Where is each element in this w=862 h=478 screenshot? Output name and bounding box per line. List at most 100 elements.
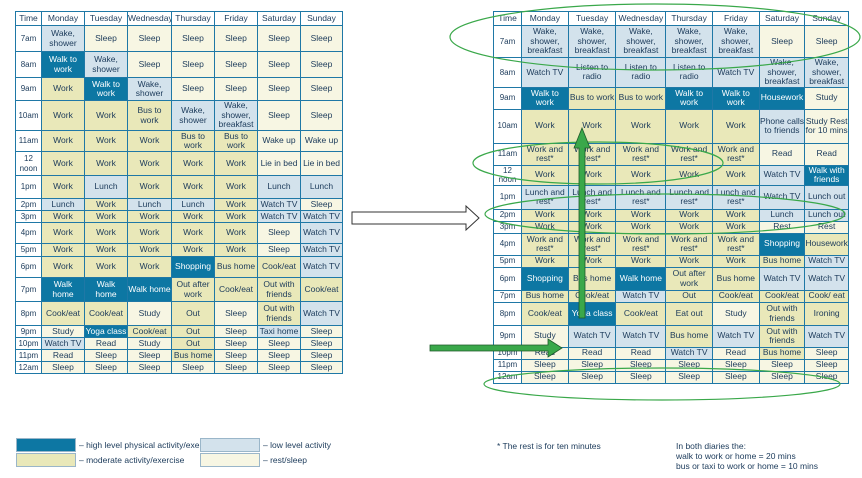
time-cell: 9am — [492, 86, 523, 110]
activity-cell: Cook/eat — [615, 301, 667, 326]
activity-cell: Bus to work — [615, 86, 667, 110]
activity-cell: Work — [711, 220, 760, 234]
activity-cell: Lie in bed — [257, 151, 301, 176]
activity-cell: Sleep — [84, 25, 128, 52]
activity-cell: Sleep — [615, 370, 667, 384]
activity-cell: Lunch — [300, 175, 343, 199]
activity-cell: Sleep — [214, 301, 258, 326]
activity-cell: Work — [567, 108, 617, 144]
activity-cell: Read — [84, 337, 128, 350]
activity-cell: Lunch out — [804, 208, 849, 222]
activity-cell: Out with friends — [758, 301, 806, 326]
activity-cell: Wake, shower, breakfast — [711, 25, 760, 58]
activity-cell: Lunch and rest* — [615, 184, 667, 210]
activity-cell: Sleep — [300, 77, 343, 101]
activity-cell: Sleep — [257, 222, 301, 244]
activity-cell: Wake, shower — [171, 100, 215, 131]
activity-cell: Watch TV — [521, 57, 569, 88]
legend-label-high: – high level physical activity/exercise — [79, 440, 218, 450]
activity-cell: Sleep — [300, 100, 343, 131]
activity-cell: Cook/eat — [127, 325, 172, 338]
green-vertical-arrow-icon — [573, 126, 591, 319]
duration-note: In both diaries the: walk to work or hom… — [676, 441, 818, 471]
activity-cell: Read — [711, 346, 760, 360]
activity-cell: Out — [171, 325, 215, 338]
activity-cell: Sleep — [567, 370, 617, 384]
column-header: Thursday — [171, 11, 215, 26]
green-horizontal-arrow-icon — [429, 338, 563, 358]
legend-swatch-moderate — [16, 453, 76, 467]
activity-cell: Lie in bed — [300, 151, 343, 176]
activity-cell: Sleep — [711, 358, 760, 372]
activity-cell: Watch TV — [257, 198, 301, 211]
activity-cell: Study — [41, 325, 85, 338]
activity-cell: Shopping — [521, 266, 569, 291]
activity-cell: Watch TV — [758, 184, 806, 210]
activity-cell: Out after work — [665, 266, 713, 291]
activity-cell: Sleep — [300, 25, 343, 52]
legend-label-low: – low level activity — [263, 440, 332, 450]
activity-cell: Work — [41, 100, 85, 131]
activity-cell: Walk to work — [84, 77, 128, 101]
activity-cell: Sleep — [804, 358, 849, 372]
activity-cell: Out — [665, 289, 713, 303]
activity-cell: Work — [127, 130, 172, 152]
activity-cell: Sleep — [127, 25, 172, 52]
activity-cell: Watch TV — [615, 289, 667, 303]
time-cell: 3pm — [492, 220, 523, 234]
activity-cell: Work — [665, 108, 713, 144]
time-cell: 9am — [15, 77, 42, 101]
activity-cell: Work and rest* — [521, 142, 569, 166]
activity-cell: Wake, shower, breakfast — [615, 25, 667, 58]
activity-cell: Bus to work — [127, 100, 172, 131]
activity-cell: Shopping — [758, 232, 806, 256]
activity-cell: Walk to work — [665, 86, 713, 110]
time-cell: 9pm — [492, 324, 523, 348]
activity-cell: Sleep — [804, 25, 849, 58]
activity-cell: Work — [521, 254, 569, 268]
activity-cell: Sleep — [804, 370, 849, 384]
activity-cell: Bus to work — [171, 130, 215, 152]
legend-swatch-high — [16, 438, 76, 452]
activity-cell: Sleep — [257, 349, 301, 362]
activity-cell: Out with friends — [257, 301, 301, 326]
activity-cell: Sleep — [300, 361, 343, 374]
activity-cell: Sleep — [300, 198, 343, 211]
activity-cell: Sleep — [171, 51, 215, 78]
time-cell: 7am — [15, 25, 42, 52]
activity-cell: Sleep — [257, 337, 301, 350]
time-cell: 4pm — [15, 222, 42, 244]
time-cell: 1pm — [492, 184, 523, 210]
activity-cell: Sleep — [84, 361, 128, 374]
activity-cell: Study — [711, 301, 760, 326]
activity-cell: Bus home — [665, 324, 713, 348]
activity-cell: Watch TV — [758, 266, 806, 291]
activity-cell: Lunch and rest* — [665, 184, 713, 210]
legend-swatch-rest — [200, 453, 260, 467]
activity-cell: Work — [665, 220, 713, 234]
time-cell: 7am — [492, 25, 523, 58]
time-cell: 8am — [492, 57, 523, 88]
activity-cell: Sleep — [300, 51, 343, 78]
activity-cell: Lunch — [41, 198, 85, 211]
activity-cell: Bus to work — [567, 86, 617, 110]
activity-cell: Sleep — [171, 361, 215, 374]
activity-cell: Work — [41, 256, 85, 278]
time-cell: 8am — [15, 51, 42, 78]
activity-cell: Cook/eat — [711, 289, 760, 303]
activity-cell: Cook/eat — [758, 289, 806, 303]
activity-cell: Work — [214, 151, 258, 176]
activity-cell: Wake, shower, breakfast — [665, 25, 713, 58]
